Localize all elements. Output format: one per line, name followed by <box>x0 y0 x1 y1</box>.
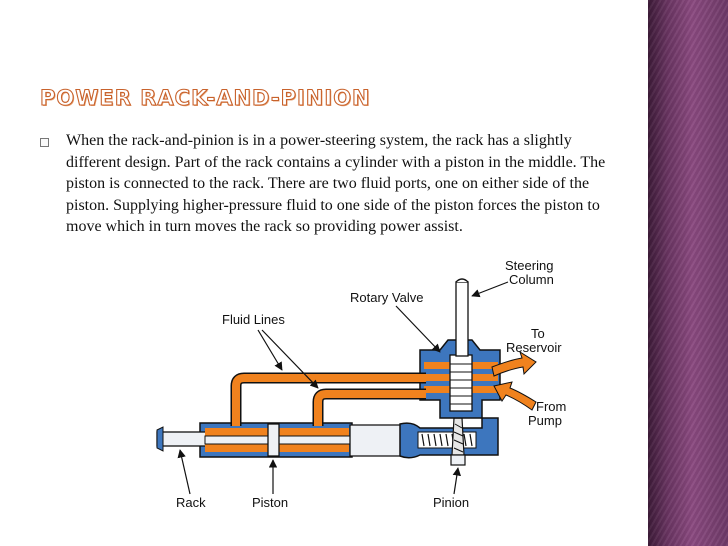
decorative-side-bar <box>648 0 728 546</box>
to-reservoir-arrow <box>491 350 537 377</box>
fluid-lines-leader-2 <box>261 329 319 389</box>
slide-title: POWER RACK-AND-PINION <box>39 85 371 110</box>
fluid-lines-leader-1 <box>257 329 283 371</box>
piston-label: Piston <box>252 495 288 510</box>
fluid-lines-label: Fluid Lines <box>222 312 285 327</box>
pinion-leader <box>452 467 462 495</box>
piston-disc <box>267 423 280 457</box>
bullet-square-icon <box>40 138 49 147</box>
rack-left-tip <box>156 426 164 452</box>
from-pump-label-line1: From <box>536 399 566 414</box>
rotary-valve-leader <box>395 305 441 353</box>
rack-rod <box>204 435 356 445</box>
from-pump-arrow <box>493 381 537 411</box>
to-reservoir-label-line1: To <box>531 326 545 341</box>
steering-column-shaft <box>455 281 469 357</box>
pinion-teeth <box>453 423 464 453</box>
pinion-label: Pinion <box>433 495 469 510</box>
steering-column-label-line2: Column <box>509 272 554 287</box>
fluid-line-left <box>230 372 426 426</box>
to-reservoir-label-line2: Reservoir <box>506 340 562 355</box>
from-pump-label-line2: Pump <box>528 413 562 428</box>
steering-column-leader <box>471 281 509 298</box>
rotary-valve-label: Rotary Valve <box>350 290 423 305</box>
steering-shaft-top <box>455 278 469 283</box>
fluid-line-right <box>312 388 426 426</box>
steering-column-label-line1: Steering <box>505 258 553 273</box>
valve-spool <box>449 354 473 412</box>
bullet-text: When the rack-and-pinion is in a power-s… <box>66 132 606 235</box>
pinion-shaft-end <box>450 454 466 466</box>
rack-leader <box>177 449 191 495</box>
valve-spool-lines <box>450 363 472 405</box>
power-rack-and-pinion-diagram: Steering Column Rotary Valve Fluid Lines… <box>156 258 566 510</box>
rack-left-end <box>156 431 208 447</box>
rack-label: Rack <box>176 495 206 510</box>
